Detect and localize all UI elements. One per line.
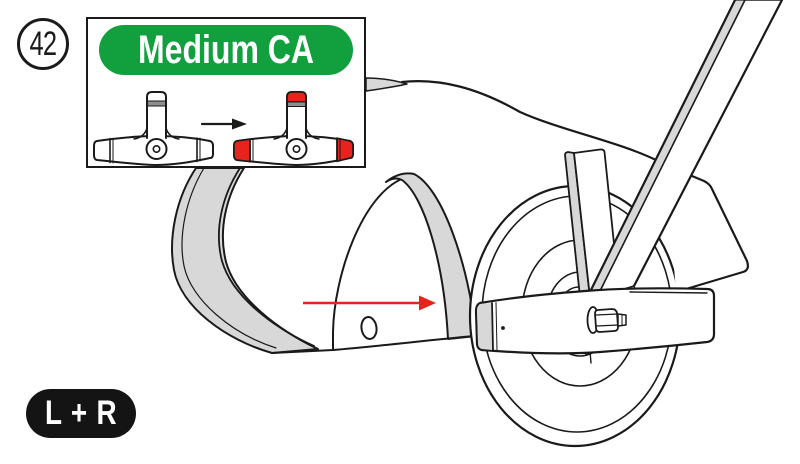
sides-badge: L + R <box>26 389 136 438</box>
sides-badge-label: L + R <box>44 394 118 432</box>
step-number: 42 <box>29 24 58 63</box>
red-insert-top <box>286 91 307 103</box>
part-before <box>93 91 214 166</box>
front-rim-inner-line1 <box>181 167 277 349</box>
front-rim-band <box>171 167 319 354</box>
bar-hole <box>501 326 505 330</box>
support-rod <box>584 0 784 302</box>
kit-label: Medium CA <box>138 27 314 72</box>
front-rim-inner-line2 <box>218 167 315 347</box>
wheel-arch-line <box>332 177 405 351</box>
red-insert-right <box>336 137 354 163</box>
wheel-arch-band <box>385 172 477 340</box>
hex-bolt <box>586 306 627 334</box>
right-arrow-icon <box>200 118 247 130</box>
shell-rim-wedge <box>365 77 408 92</box>
part-after <box>233 91 354 166</box>
body-outline <box>400 80 660 163</box>
chassis-bottom-edge <box>271 335 475 354</box>
kit-label-pill: Medium CA <box>99 25 353 75</box>
chassis-hole <box>360 316 378 340</box>
red-insert-left <box>233 138 251 163</box>
callout-box: Medium CA <box>86 17 366 168</box>
step-number-circle: 42 <box>17 18 69 70</box>
red-right-arrow-icon <box>303 295 436 311</box>
part-before-after-art <box>93 91 354 166</box>
